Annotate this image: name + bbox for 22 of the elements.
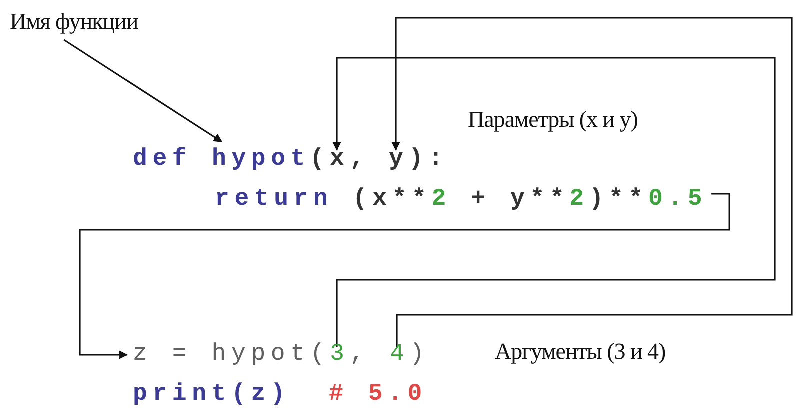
code-token: hypot xyxy=(212,146,311,174)
code-token: , xyxy=(350,341,370,369)
code-token: x xyxy=(330,146,350,174)
code-token: 3 xyxy=(330,341,350,369)
annotation-text: Аргументы (3 и 4) xyxy=(495,338,666,366)
arrow xyxy=(332,57,776,347)
arrow xyxy=(64,39,223,143)
code-line: return (x**2 + y**2)**0.5 xyxy=(215,186,708,214)
arrow xyxy=(392,17,793,347)
arrow xyxy=(79,193,730,360)
code-token: 4 xyxy=(390,341,410,369)
code-token: def xyxy=(133,146,192,174)
code-comment: # 5.0 xyxy=(329,381,428,409)
code-token: ) xyxy=(410,341,430,369)
code-token: print(z) xyxy=(133,381,291,409)
annotation-text: Имя функции xyxy=(10,8,138,36)
code-token: z = hypot( xyxy=(133,341,330,369)
code-token: y xyxy=(389,146,409,174)
code-token: ( xyxy=(310,146,330,174)
code-token: , xyxy=(350,146,370,174)
annotation-text: Параметры (x и y) xyxy=(468,106,638,134)
code-token: ): xyxy=(409,146,448,174)
